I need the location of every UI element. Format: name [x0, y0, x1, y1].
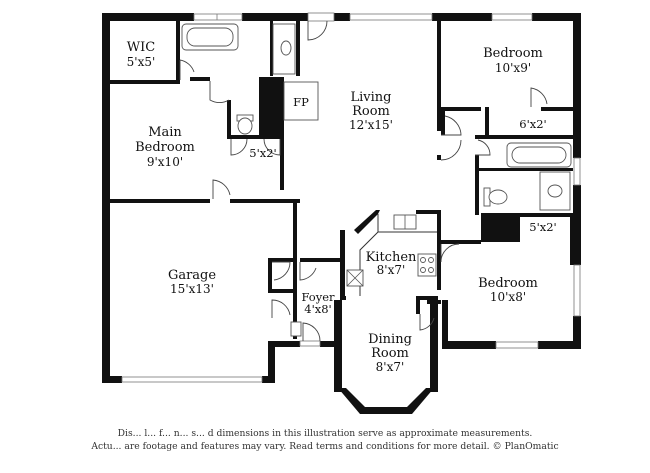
wic-size: 5'x5' — [127, 55, 156, 69]
doors — [179, 20, 548, 342]
closet-top-size: 6'x2' — [519, 117, 546, 131]
fireplace-label: FP — [293, 95, 309, 109]
exterior-walls — [102, 13, 581, 414]
disclaimer-line-1: Dis... l... f... n... s... d dimensions … — [117, 428, 533, 439]
main-bedroom-size: 9'x10' — [147, 155, 183, 169]
bedroom-bottom-label: Bedroom — [478, 276, 538, 291]
garage-size: 15'x13' — [170, 282, 214, 296]
closet-main-size: 5'x2' — [249, 146, 276, 160]
bedroom-top-size: 10'x9' — [495, 61, 531, 75]
main-bedroom-label-1: Main — [148, 125, 182, 140]
room-labels: WIC 5'x5' Main Bedroom 9'x10' 5'x2' FP L… — [127, 40, 557, 374]
dining-room-label-2: Room — [371, 346, 409, 361]
living-room-label-1: Living — [351, 90, 392, 105]
bedroom-top-label: Bedroom — [483, 46, 543, 61]
kitchen-label: Kitchen — [366, 250, 417, 265]
dining-room-label-1: Dining — [368, 332, 412, 347]
dining-room-size: 8'x7' — [376, 360, 405, 374]
bedroom-bottom-size: 10'x8' — [490, 290, 526, 304]
disclaimer-line-2: Actu... are footage and features may var… — [91, 441, 559, 452]
garage-label: Garage — [168, 268, 216, 283]
foyer-label: Foyer — [301, 290, 335, 304]
wic-label: WIC — [127, 40, 155, 55]
living-room-size: 12'x15' — [349, 118, 393, 132]
closet-right-size: 5'x2' — [529, 220, 556, 234]
windows — [121, 12, 581, 383]
living-room-label-2: Room — [352, 104, 390, 119]
foyer-size: 4'x8' — [304, 302, 331, 316]
main-bedroom-label-2: Bedroom — [135, 140, 195, 155]
kitchen-size: 8'x7' — [377, 263, 406, 277]
fixtures — [181, 23, 572, 337]
interior-walls — [110, 21, 573, 339]
